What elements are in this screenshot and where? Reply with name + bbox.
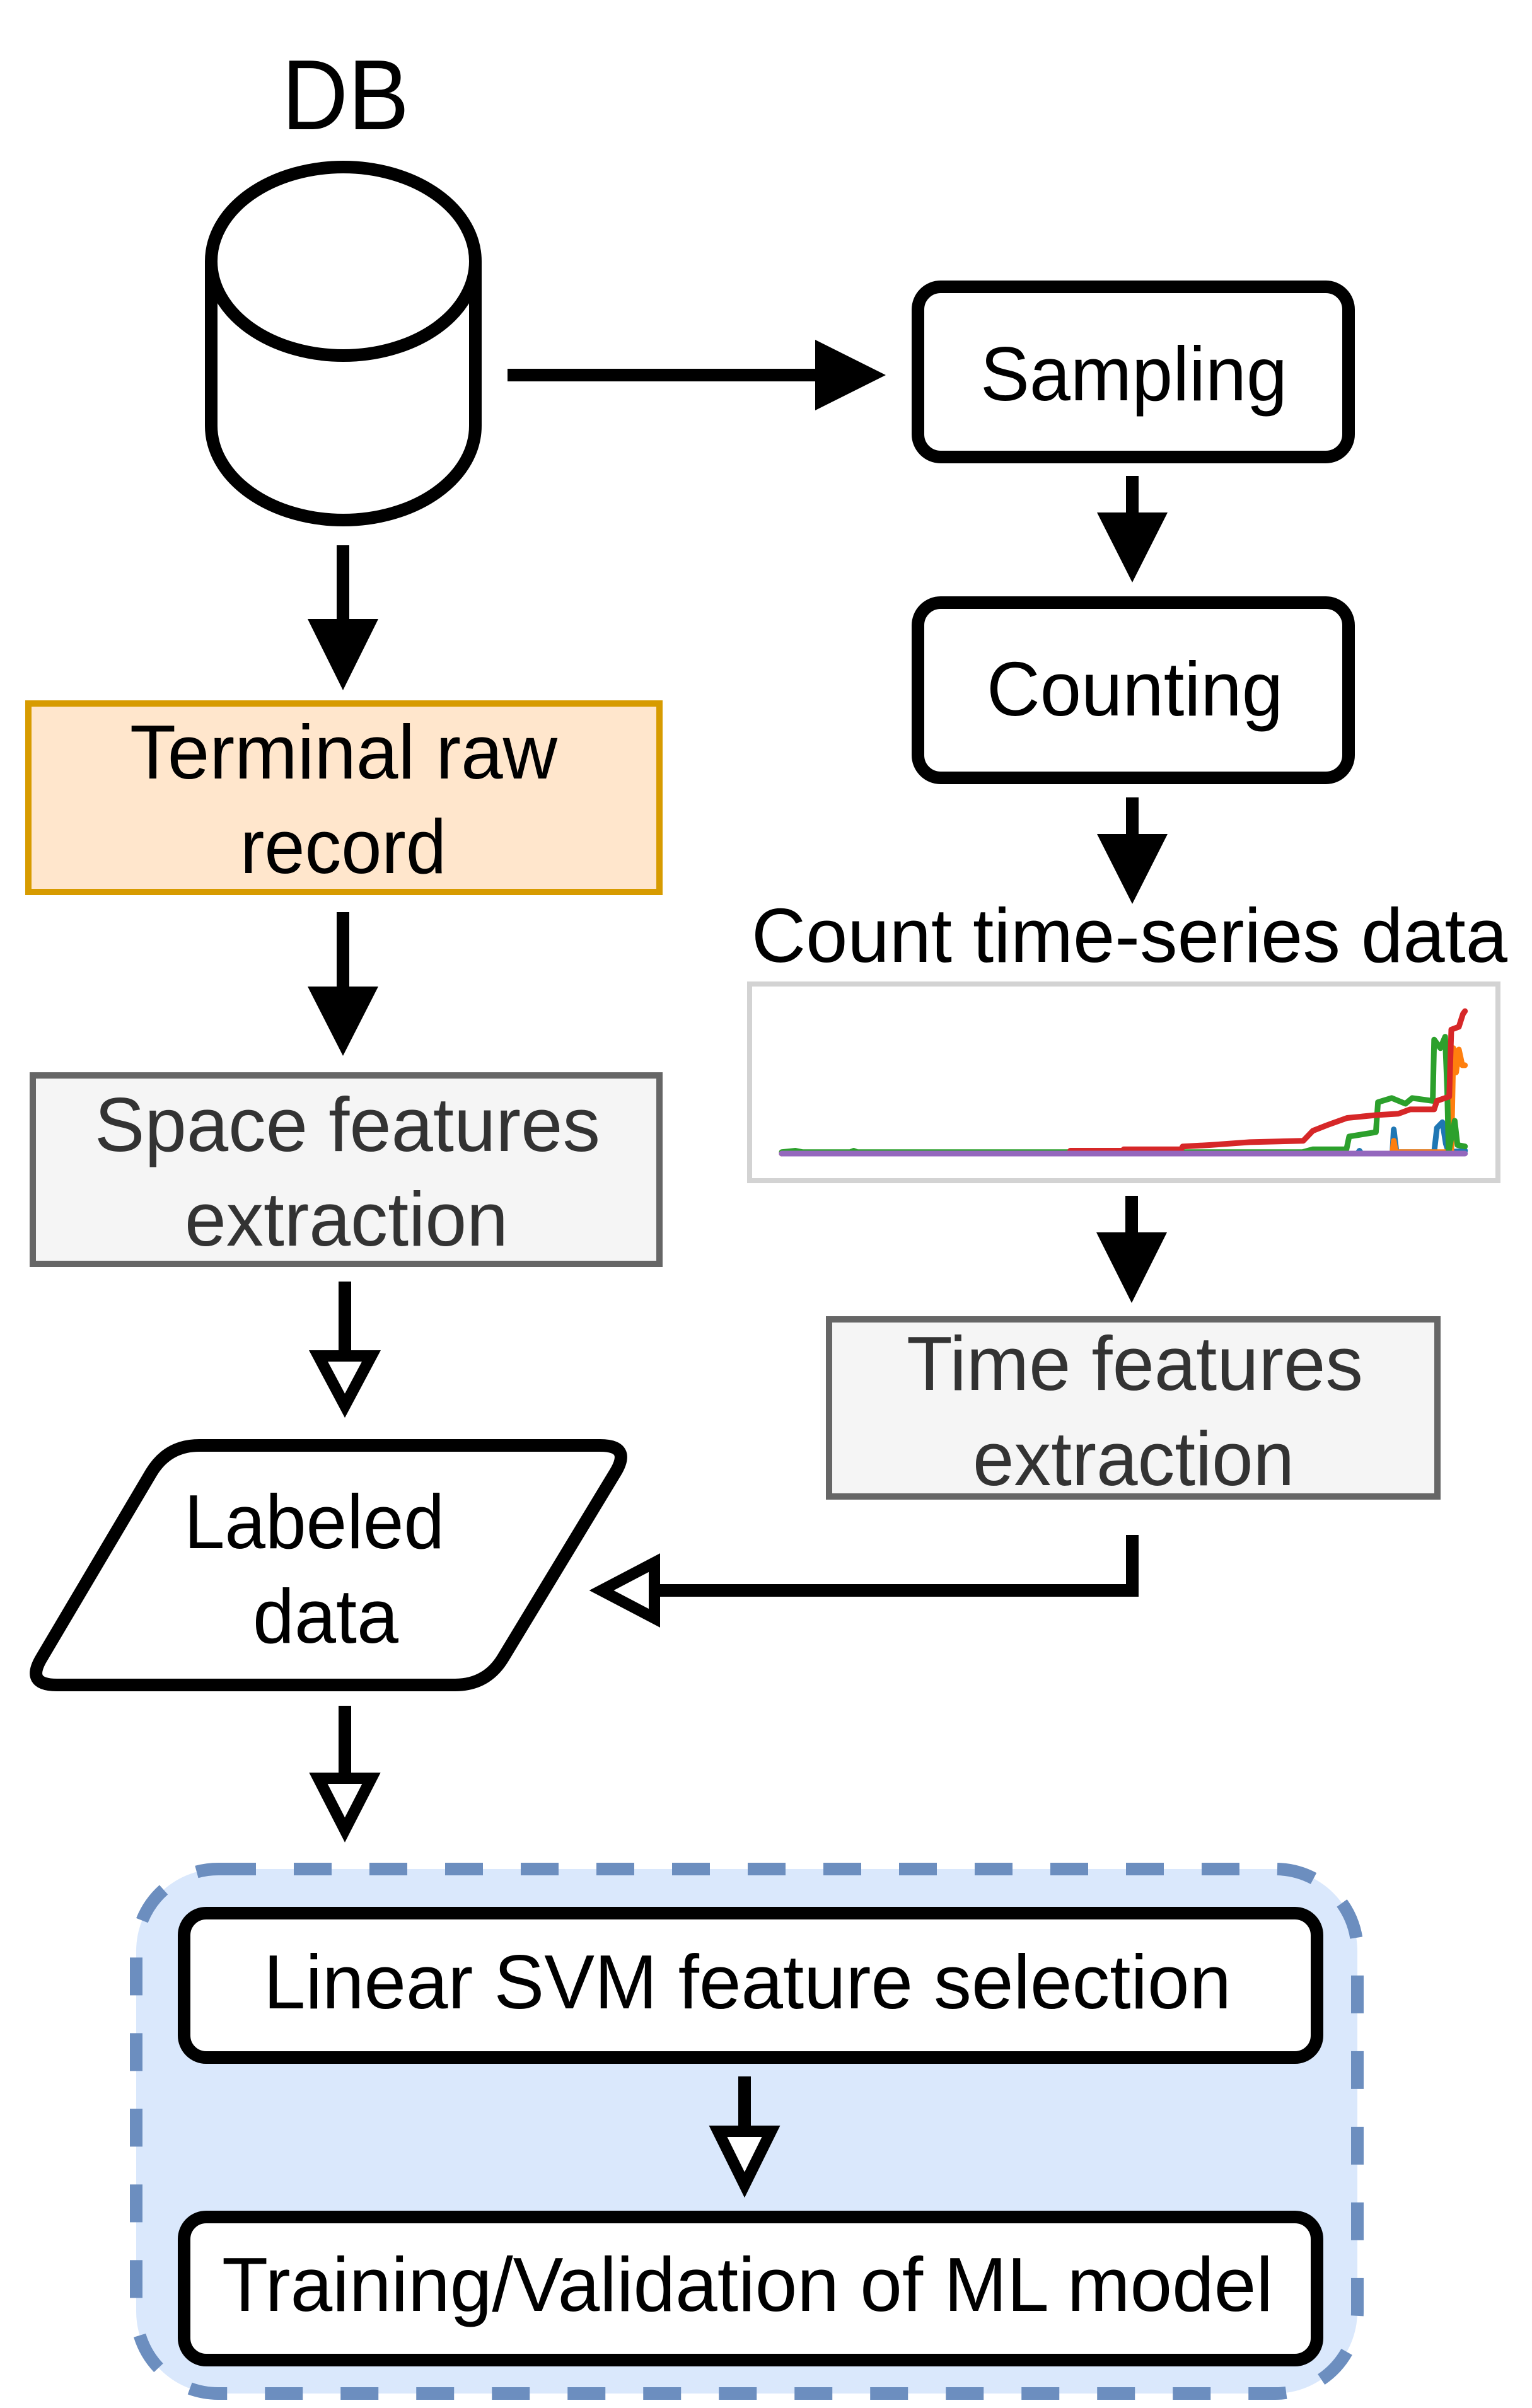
count-timeseries-node: Count time-series data xyxy=(747,893,1507,1183)
arrowhead-hollow-left-icon xyxy=(589,1553,660,1628)
linear-svm-label: Linear SVM feature selection xyxy=(264,1939,1231,2025)
arrowhead-down-icon xyxy=(308,987,378,1056)
time-features-node: Time features extraction xyxy=(826,1316,1441,1502)
time-features-label-line1: Time features xyxy=(907,1321,1363,1406)
edge-labeled-to-svm xyxy=(309,1706,381,1843)
time-features-label-line2: extraction xyxy=(973,1416,1294,1502)
counting-node: Counting xyxy=(912,596,1355,784)
training-label: Training/Validation of ML model xyxy=(222,2242,1273,2327)
edge-space-to-labeled xyxy=(309,1282,381,1418)
series-line-orange xyxy=(779,1045,1468,1157)
db-label: DB xyxy=(282,40,409,151)
labeled-data-label-line2: data xyxy=(253,1573,398,1659)
sampling-box xyxy=(912,281,1355,463)
arrowhead-down-icon xyxy=(1096,1232,1167,1303)
arrowhead-down-icon xyxy=(1097,834,1168,904)
linear-svm-box xyxy=(178,1907,1323,2064)
terminal-raw-record-label-line1: Terminal raw xyxy=(130,709,558,795)
terminal-raw-record-node: Terminal raw record xyxy=(25,700,663,895)
connector-line xyxy=(656,1535,1139,1597)
arrowhead-hollow-down-icon xyxy=(709,2126,781,2198)
edge-time-to-labeled xyxy=(589,1535,1139,1628)
edge-db-to-sampling xyxy=(508,340,886,410)
sampling-label: Sampling xyxy=(980,331,1287,417)
space-features-label-line2: extraction xyxy=(185,1176,508,1262)
labeled-data-node: Labeled data xyxy=(30,1439,627,1691)
terminal-raw-record-label-line2: record xyxy=(240,804,446,889)
labeled-data-label-line1: Labeled xyxy=(184,1479,444,1565)
edge-terminal-to-space xyxy=(308,912,378,1056)
terminal-raw-record-box xyxy=(25,700,663,895)
arrowhead-down-icon xyxy=(308,619,378,690)
edge-counting-to-timeseries xyxy=(1097,797,1168,904)
labeled-data-parallelogram xyxy=(30,1439,627,1691)
arrowhead-down-icon xyxy=(1097,512,1168,582)
database-cylinder-top xyxy=(205,161,482,362)
training-box xyxy=(178,2211,1323,2366)
arrowhead-right-icon xyxy=(815,340,886,410)
ml-group: Linear SVM feature selection Training/Va… xyxy=(130,1863,1364,2400)
edge-sampling-to-counting xyxy=(1097,476,1168,582)
arrowhead-hollow-down-icon xyxy=(309,1350,381,1418)
space-features-label-line1: Space features xyxy=(95,1082,600,1167)
counting-label: Counting xyxy=(987,646,1283,732)
sampling-node: Sampling xyxy=(912,281,1355,463)
counting-box xyxy=(912,596,1355,784)
edge-db-to-terminal xyxy=(308,545,378,690)
time-features-box xyxy=(826,1316,1441,1500)
chart-title: Count time-series data xyxy=(751,893,1507,978)
series-line-red xyxy=(779,1008,1468,1157)
edge-timeseries-to-time-features xyxy=(1096,1196,1167,1303)
chart-plot-area xyxy=(779,1008,1468,1157)
space-features-box xyxy=(30,1072,663,1267)
space-features-node: Space features extraction xyxy=(30,1072,663,1267)
arrowhead-hollow-down-icon xyxy=(309,1773,381,1843)
edge-svm-to-training xyxy=(709,2076,781,2198)
db-node: DB xyxy=(205,40,482,526)
